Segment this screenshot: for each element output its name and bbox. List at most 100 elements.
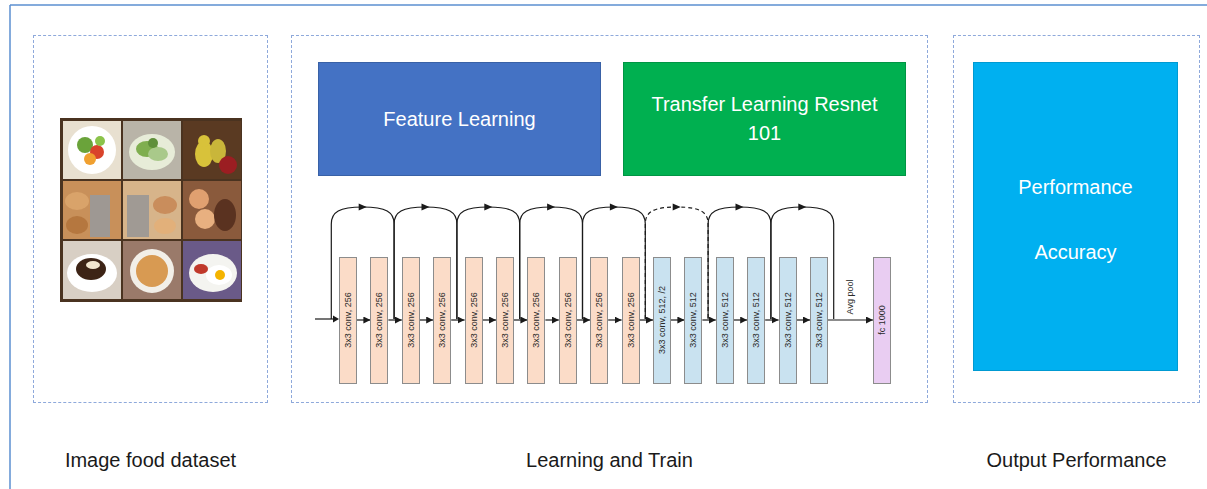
- layer-label: 3x3 conv, 256: [500, 292, 510, 347]
- food: [148, 147, 168, 161]
- conv-layer-box: 3x3 conv, 256: [527, 257, 545, 384]
- box-label: Transfer Learning Resnet 101: [640, 90, 890, 148]
- layer-label: 3x3 conv, 256: [437, 292, 447, 347]
- edge-label: Avg pool: [845, 278, 855, 315]
- photo-ground: [183, 181, 241, 239]
- plate: [189, 254, 237, 292]
- process-box: Feature Learning: [318, 62, 601, 176]
- box-label: Performance: [1018, 173, 1133, 202]
- layer-connector: [640, 319, 653, 320]
- layer-label: 3x3 conv, 512: [720, 292, 730, 347]
- conv-layer-box: 3x3 conv, 256: [433, 257, 451, 384]
- outer-frame: [10, 5, 1207, 489]
- apple: [219, 156, 237, 174]
- process-box: Transfer Learning Resnet 101: [623, 62, 906, 176]
- layer-label: 3x3 conv, 512: [688, 292, 698, 347]
- conv-layer-box: 3x3 conv, 256: [496, 257, 514, 384]
- photo-ground: [63, 181, 121, 239]
- plate: [129, 134, 175, 170]
- food: [194, 264, 208, 274]
- food-photo: [183, 241, 241, 299]
- layer-label: 3x3 conv, 512, /2: [657, 286, 667, 354]
- conv-layer-box: 3x3 conv, 256: [339, 257, 357, 384]
- layer-connector: [608, 319, 621, 320]
- layer-connector: [577, 319, 590, 320]
- skip-arrowheads: [359, 204, 807, 211]
- food: [148, 138, 158, 148]
- grid-frame: [60, 118, 242, 302]
- conv-layer-box: 3x3 conv, 256: [590, 257, 608, 384]
- photo-ground: [123, 241, 181, 299]
- food-photo: [123, 241, 181, 299]
- arc-arrowhead: [547, 204, 555, 211]
- arc-arrowhead: [422, 204, 430, 211]
- layer-connector: [797, 319, 810, 320]
- box-label: Feature Learning: [383, 105, 535, 134]
- box-label: Accuracy: [1034, 238, 1116, 267]
- pastry: [154, 218, 176, 234]
- arc-arrowhead: [798, 204, 806, 211]
- food-image-grid: [60, 118, 242, 302]
- food-photo: [63, 181, 121, 239]
- layer-label: 3x3 conv, 256: [626, 292, 636, 347]
- food: [95, 136, 105, 146]
- arc-arrowhead: [610, 204, 618, 211]
- conv-layer-box: 3x3 conv, 256: [622, 257, 640, 384]
- layer-label: 3x3 conv, 256: [406, 292, 416, 347]
- layer-connector: [483, 319, 496, 320]
- peach: [195, 209, 215, 229]
- layer-label: 3x3 conv, 256: [469, 292, 479, 347]
- pear: [198, 135, 210, 147]
- food-photo: [63, 121, 121, 179]
- arc-arrowhead: [673, 204, 681, 211]
- panel-caption: Learning and Train: [292, 449, 927, 472]
- conv-layer-box: 3x3 conv, 512: [684, 257, 702, 384]
- layer-connector: [765, 319, 778, 320]
- food: [84, 153, 96, 165]
- grey-mask: [127, 195, 149, 237]
- egg-yolk: [215, 270, 225, 280]
- soup: [136, 255, 168, 287]
- layer-connector: [514, 319, 527, 320]
- photo-ground: [183, 241, 241, 299]
- layer-label: 3x3 conv, 256: [374, 292, 384, 347]
- chocolate: [214, 199, 236, 231]
- layer-connector: [451, 319, 464, 320]
- food-photo: [123, 181, 181, 239]
- layer-label: 3x3 conv, 256: [531, 292, 541, 347]
- layer-connector: [420, 319, 433, 320]
- fc-layer-box: fc 1000: [873, 257, 891, 384]
- panel-caption: Output Performance: [954, 449, 1199, 472]
- conv-layer-box: 3x3 conv, 256: [402, 257, 420, 384]
- photo-ground: [183, 121, 241, 179]
- photo-ground: [123, 121, 181, 179]
- layer-connector: [702, 319, 715, 320]
- pastry: [66, 216, 88, 234]
- conv-layer-box: 3x3 conv, 256: [465, 257, 483, 384]
- result-box: PerformanceAccuracy: [973, 62, 1178, 371]
- arc-arrowhead: [359, 204, 367, 211]
- panel-caption: Image food dataset: [34, 449, 267, 472]
- grey-mask: [90, 195, 110, 237]
- layer-label: 3x3 conv, 512: [814, 292, 824, 347]
- frame-line: [9, 5, 11, 489]
- photo-ground: [123, 181, 181, 239]
- dataset-panel: Image food dataset: [33, 35, 268, 403]
- conv-layer-box: 3x3 conv, 512, /2: [653, 257, 671, 384]
- plate: [67, 254, 117, 292]
- conv-layer-box: 3x3 conv, 512: [810, 257, 828, 384]
- food-photo: [183, 121, 241, 179]
- layer-connector: [357, 319, 370, 320]
- egg-white: [206, 265, 232, 285]
- layer-label: 3x3 conv, 512: [783, 292, 793, 347]
- arc-arrowhead: [484, 204, 492, 211]
- training-panel: Feature Learning Transfer Learning Resnet…: [291, 35, 928, 403]
- layer-connector: [671, 319, 684, 320]
- pastry: [153, 196, 177, 214]
- conv-layer-box: 3x3 conv, 512: [779, 257, 797, 384]
- layer-label: fc 1000: [877, 305, 887, 335]
- arc-arrowhead: [736, 204, 744, 211]
- layer-connector: [828, 319, 873, 320]
